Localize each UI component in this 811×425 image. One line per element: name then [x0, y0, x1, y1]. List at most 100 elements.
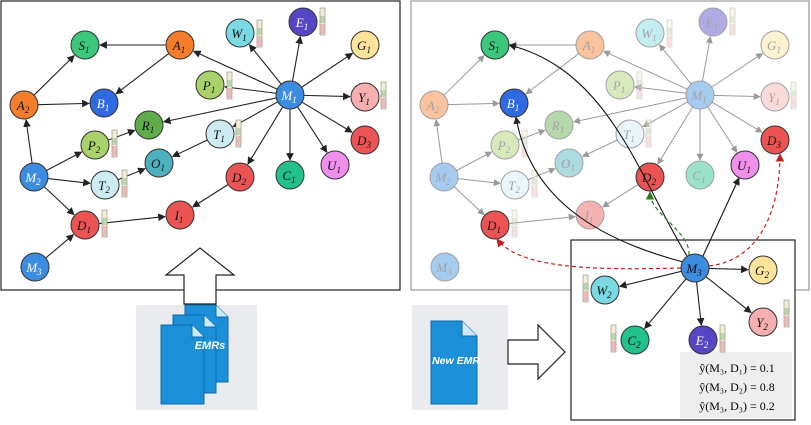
edge-T1-O1: [171, 139, 208, 158]
node-c1-label: C1: [282, 168, 295, 185]
faded-edge-M1-R1: [572, 97, 687, 124]
node-i1-label: I1: [174, 208, 184, 225]
inset-node-g2: G2: [748, 255, 778, 285]
node-g1-label: G1: [357, 38, 371, 55]
faded-node-i1: I1: [575, 200, 605, 230]
inset-edge-m3-c2: [644, 278, 687, 330]
edge-M2-D1: [43, 186, 75, 216]
faded-node-d1-label: D1: [486, 218, 501, 235]
faded-edge-A2-S1: [443, 55, 485, 96]
node-w1: W1: [225, 18, 255, 48]
node-r1-label: R1: [141, 118, 154, 135]
faded-edge-M1-U1: [707, 106, 738, 153]
dashed-edge-m3-d2: [645, 191, 690, 256]
node-y1-label: Y1: [358, 90, 370, 107]
faded-node-p2: P2: [490, 130, 520, 160]
faded-node-e1-label: E1: [705, 15, 718, 32]
faded-node-t1-label: T1: [623, 127, 635, 144]
faded-node-p1-label: P1: [612, 78, 625, 95]
node-s1: S1: [70, 30, 100, 60]
faded-edge-M2-A2: [433, 119, 443, 164]
faded-node-b1: B1: [499, 88, 529, 118]
faded-bar-e1: [729, 7, 736, 36]
inset-node-m3n: M3: [680, 253, 710, 283]
faded-edge-M2-T2: [457, 178, 501, 187]
faded-edge-D1-I1: [508, 213, 576, 225]
faded-edge-M1-D3: [711, 101, 763, 133]
faded-node-m2-label: M2: [434, 170, 451, 187]
inset-node-y2: Y2: [748, 307, 778, 337]
edge-M1-W1: [248, 44, 282, 85]
faded-edge-M1-G1: [711, 52, 764, 88]
faded-edge-M1-W1: [658, 44, 692, 85]
faded-node-s1-label: S1: [489, 38, 500, 55]
faded-node-m2: M2: [429, 162, 459, 192]
node-a1-label: A1: [172, 38, 185, 55]
inset-bar-0: [582, 274, 589, 303]
edge-A2-B1: [37, 99, 90, 108]
faded-node-y1-label: Y1: [768, 90, 780, 107]
faded-edge-M1-E1: [701, 36, 713, 82]
node-a2: A2: [9, 90, 39, 120]
edge-M2-T2: [47, 178, 91, 187]
node-g1: G1: [350, 30, 380, 60]
bar-y1: [380, 81, 387, 110]
node-d3-label: D3: [356, 133, 371, 150]
right-graph-edges: [433, 36, 764, 225]
faded-node-t1: T1: [615, 119, 645, 149]
faded-node-i1-label: I1: [584, 208, 594, 225]
faded-node-s1: S1: [480, 30, 510, 60]
inset-node-m3n-label: M3: [685, 261, 702, 278]
bar-p2: [111, 129, 118, 158]
node-p2-label: P2: [87, 138, 101, 155]
node-u1: U1: [320, 150, 350, 180]
node-d1: D1: [70, 210, 100, 240]
faded-node-c1: C1: [685, 160, 715, 190]
faded-node-d2-label: D2: [641, 170, 656, 187]
node-m1-label: M1: [280, 88, 296, 105]
faded-bar-d1: [511, 209, 518, 238]
bar-e1: [319, 7, 326, 36]
faded-bar-w1: [666, 19, 673, 48]
faded-node-a2-label: A2: [426, 98, 440, 115]
faded-node-e1: E1: [698, 7, 728, 37]
node-w1-label: W1: [231, 26, 246, 43]
faded-node-d3: D3: [760, 125, 790, 155]
node-a1: A1: [165, 30, 195, 60]
edge-M1-P1: [224, 83, 277, 94]
faded-node-y1: Y1: [760, 82, 790, 112]
node-b1-label: B1: [97, 96, 109, 113]
faded-node-t2: T2: [500, 170, 530, 200]
inset-edges: [618, 265, 752, 330]
faded-edge-M2-P2: [456, 151, 493, 171]
node-e1: E1: [288, 7, 318, 37]
edge-D2-I1: [192, 184, 229, 208]
node-p1: P1: [195, 70, 225, 100]
faded-node-w1-label: W1: [641, 26, 656, 43]
bar-t2: [121, 169, 128, 198]
inset-edge-m3-g2: [708, 265, 749, 274]
edge-M1-A1: [192, 50, 278, 90]
right-arrow: [507, 323, 566, 381]
faded-node-m1-label: M1: [690, 88, 706, 105]
inset-node-y2-label: Y2: [756, 315, 768, 332]
faded-edge-D2-I1: [602, 184, 639, 208]
faded-bar-y1: [790, 81, 797, 110]
dashed-edge-m3-d3: [708, 153, 785, 267]
edge-M2-A2: [23, 119, 33, 164]
edge-M1-E1: [291, 36, 303, 82]
emrs-document-stack-icon: [160, 304, 229, 405]
faded-node-m3-label: M3: [435, 260, 452, 277]
edge-M2-P2: [46, 151, 83, 171]
edge-M1-U1: [297, 106, 328, 154]
inset-bar-3: [783, 299, 790, 328]
faded-edge-T1-O1: [581, 139, 618, 158]
faded-node-d2: D2: [635, 162, 665, 192]
node-u1-label: U1: [327, 158, 341, 175]
faded-node-p1: P1: [605, 70, 635, 100]
faded-edge-T2-O1: [527, 167, 556, 181]
edge-m3-b1: [513, 116, 684, 263]
node-y1: Y1: [350, 82, 380, 112]
